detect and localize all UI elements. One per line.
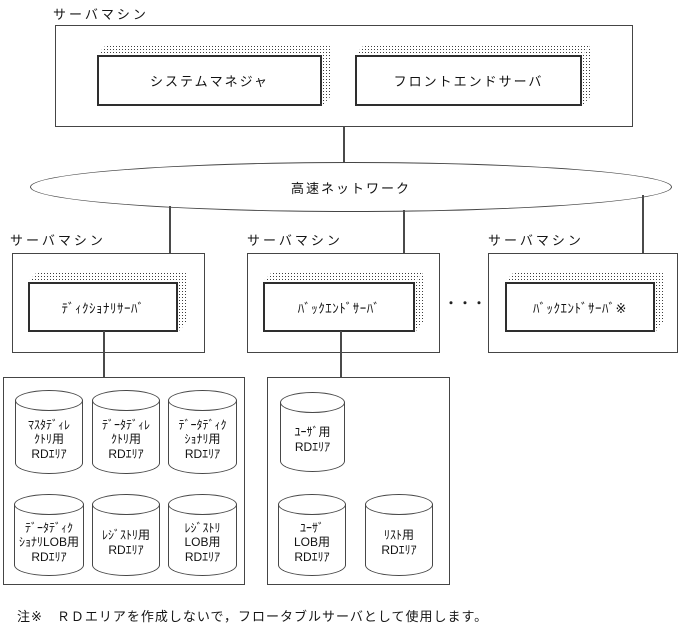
rd-area-cylinder: ﾃﾞｰﾀﾃﾞｨｸ ｼｮﾅﾘLOB用 RDｴﾘｱ	[14, 494, 84, 576]
cylinder-body	[92, 504, 160, 576]
rd-area-cylinder: ﾏｽﾀﾃﾞｨﾚ ｸﾄﾘ用 RDｴﾘｱ	[15, 390, 83, 474]
box-top-face	[28, 272, 187, 282]
rd-area-label: ﾕｰｻﾞ LOB用 RDｴﾘｱ	[293, 520, 330, 564]
dictionary-server-box: ﾃﾞｨｸｼｮﾅﾘｻｰﾊﾞ	[28, 272, 187, 332]
rd-area-label: ﾃﾞｰﾀﾃﾞｨﾚ ｸﾄﾘ用 RDｴﾘｱ	[101, 417, 150, 461]
rd-area-cylinder: ﾃﾞｰﾀﾃﾞｨﾚ ｸﾄﾘ用 RDｴﾘｱ	[92, 390, 160, 474]
floatable-back-end-server-box: ﾊﾞｯｸｴﾝﾄﾞｻｰﾊﾞ※	[505, 272, 664, 332]
box-top-face	[355, 45, 591, 55]
rd-area-cylinder: ﾚｼﾞｽﾄﾘ用 RDｴﾘｱ	[92, 494, 160, 576]
rd-area-cylinder: ﾕｰｻﾞ LOB用 RDｴﾘｱ	[278, 494, 346, 576]
box-right-face	[655, 272, 664, 332]
system-manager-label: システムマネジャ	[97, 55, 322, 106]
rd-area-cylinder: ﾘｽﾄ用 RDｴﾘｱ	[365, 494, 433, 576]
connector-network-to-backend-machine	[403, 210, 405, 253]
back-end-server-label: ﾊﾞｯｸｴﾝﾄﾞｻｰﾊﾞ	[263, 282, 415, 332]
cylinder-body	[14, 504, 84, 576]
box-right-face	[582, 45, 591, 106]
cylinder-top	[14, 494, 84, 515]
cylinder-top	[92, 390, 160, 411]
connector-backend-to-rdareas	[340, 331, 342, 377]
network-label: 高速ネットワーク	[290, 180, 411, 196]
box-right-face	[415, 272, 424, 332]
cylinder-top	[92, 494, 160, 515]
system-manager-box: システムマネジャ	[97, 45, 331, 106]
rd-area-label: ﾃﾞｰﾀﾃﾞｨｸ ｼｮﾅﾘ用 RDｴﾘｱ	[178, 417, 227, 461]
rd-area-label: ﾚｼﾞｽﾄﾘ LOB用 RDｴﾘｱ	[184, 520, 221, 564]
rd-area-label: ﾏｽﾀﾃﾞｨﾚ ｸﾄﾘ用 RDｴﾘｱ	[27, 417, 70, 461]
network-ellipse: 高速ネットワーク	[30, 162, 672, 212]
front-end-server-label: フロントエンドサーバ	[355, 55, 582, 106]
connector-network-to-floatable-machine	[642, 195, 644, 253]
cylinder-body	[278, 504, 346, 576]
machine3-label: サーバマシン	[488, 233, 584, 248]
rd-area-label: ﾘｽﾄ用 RDｴﾘｱ	[381, 528, 417, 557]
cylinder-body	[15, 400, 83, 474]
cylinder-top	[365, 494, 433, 515]
cylinder-body	[280, 402, 345, 472]
machine2-label: サーバマシン	[247, 233, 343, 248]
cylinder-body	[365, 504, 433, 576]
dictionary-server-label: ﾃﾞｨｸｼｮﾅﾘｻｰﾊﾞ	[28, 282, 178, 332]
cylinder-body	[168, 400, 237, 474]
floatable-back-end-server-label: ﾊﾞｯｸｴﾝﾄﾞｻｰﾊﾞ※	[505, 282, 655, 332]
connector-top-to-network	[343, 126, 345, 163]
rd-area-cylinder: ﾃﾞｰﾀﾃﾞｨｸ ｼｮﾅﾘ用 RDｴﾘｱ	[168, 390, 237, 474]
connector-network-to-dictionary-machine	[169, 206, 171, 253]
box-top-face	[97, 45, 331, 55]
cylinder-body	[168, 504, 237, 576]
cylinder-top	[15, 390, 83, 411]
rd-area-label: ﾕｰｻﾞ用 RDｴﾘｱ	[294, 425, 331, 454]
rd-area-cylinder: ﾕｰｻﾞ用 RDｴﾘｱ	[280, 392, 345, 472]
box-top-face	[505, 272, 664, 282]
front-end-server-box: フロントエンドサーバ	[355, 45, 591, 106]
cylinder-body	[92, 400, 160, 474]
cylinder-top	[280, 392, 345, 413]
box-right-face	[178, 272, 187, 332]
rd-area-label: ﾃﾞｰﾀﾃﾞｨｸ ｼｮﾅﾘLOB用 RDｴﾘｱ	[18, 520, 79, 564]
cylinder-top	[278, 494, 346, 515]
top-server-machine-label: サーバマシン	[53, 7, 149, 22]
machine1-label: サーバマシン	[10, 233, 106, 248]
connector-dictionary-to-rdareas	[103, 331, 105, 377]
rd-area-label: ﾚｼﾞｽﾄﾘ用 RDｴﾘｱ	[101, 528, 150, 557]
rd-area-cylinder: ﾚｼﾞｽﾄﾘ LOB用 RDｴﾘｱ	[168, 494, 237, 576]
cylinder-top	[168, 390, 237, 411]
back-end-server-box: ﾊﾞｯｸｴﾝﾄﾞｻｰﾊﾞ	[263, 272, 424, 332]
box-top-face	[263, 272, 424, 282]
cylinder-top	[168, 494, 237, 515]
box-right-face	[322, 45, 331, 106]
ellipsis-dots: ・・・	[444, 296, 487, 310]
footnote: 注※ ＲＤエリアを作成しないで，フロータブルサーバとして使用します。	[17, 609, 489, 624]
